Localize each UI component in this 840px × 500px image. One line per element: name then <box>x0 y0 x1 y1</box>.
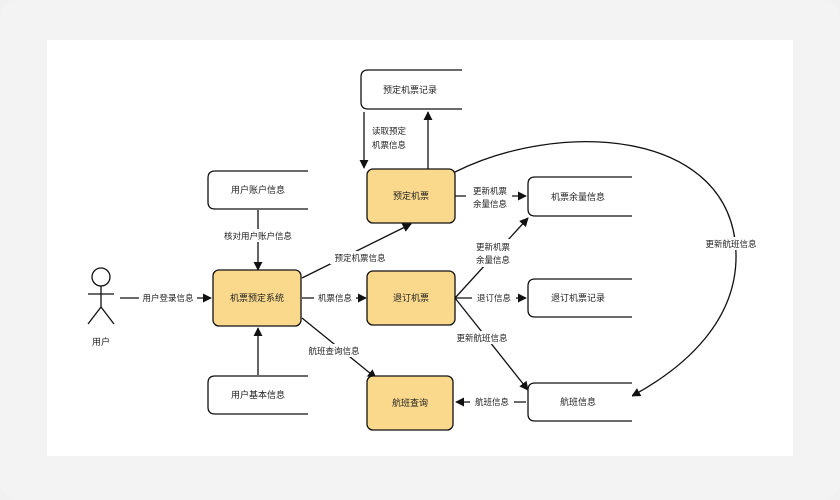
store-refund-records-label: 退订机票记录 <box>551 292 605 304</box>
actor-user-label: 用户 <box>92 336 110 348</box>
store-refund-records <box>527 278 632 318</box>
process-refund-ticket <box>366 270 456 326</box>
store-user-account-label: 用户账户信息 <box>231 184 285 196</box>
store-booking-records <box>360 69 462 110</box>
edge-label-ticket-info: 机票信息 <box>318 293 353 304</box>
edge-label-update-remaining-b1: 更新机票 <box>476 242 511 253</box>
edge-update-flight-curve <box>454 141 737 397</box>
process-booking-system <box>212 269 302 327</box>
store-user-account <box>207 170 308 210</box>
process-flight-query <box>366 375 454 431</box>
edge-label-update-remaining-b2: 余量信息 <box>476 255 511 266</box>
edge-label-refund-info: 退订信息 <box>477 293 512 304</box>
store-ticket-remaining-label: 机票余量信息 <box>551 191 605 203</box>
edge-label-update-flight-info: 更新航班信息 <box>456 333 508 344</box>
edge-label-login: 用户登录信息 <box>142 293 194 304</box>
store-flight-info-label: 航班信息 <box>560 396 596 408</box>
edge-label-update-flight-curve: 更新航班信息 <box>705 239 757 250</box>
edge-label-verify-account: 核对用户账户信息 <box>224 231 293 242</box>
edge-label-update-remaining-a1: 更新机票 <box>473 186 508 197</box>
process-book-ticket-label: 预定机票 <box>393 190 429 202</box>
actor-user <box>87 267 115 325</box>
edge-label-booking-ticket-info: 预定机票信息 <box>334 253 386 264</box>
store-user-basic <box>207 375 308 415</box>
edge-label-flight-query: 航班查询信息 <box>308 346 360 357</box>
edge-label-update-remaining-a2: 余量信息 <box>473 199 508 210</box>
store-ticket-remaining <box>527 176 632 217</box>
edge-label-read-booking-2: 机票信息 <box>372 140 407 151</box>
store-flight-info <box>527 382 632 422</box>
edge-label-read-booking-1: 读取预定 <box>372 126 407 137</box>
store-user-basic-label: 用户基本信息 <box>231 389 285 401</box>
process-refund-ticket-label: 退订机票 <box>393 292 429 304</box>
process-book-ticket <box>366 168 456 224</box>
process-flight-query-label: 航班查询 <box>392 397 428 409</box>
edge-label-flight-info: 航班信息 <box>475 397 510 408</box>
store-booking-records-label: 预定机票记录 <box>383 84 437 96</box>
process-booking-system-label: 机票预定系统 <box>230 292 284 304</box>
